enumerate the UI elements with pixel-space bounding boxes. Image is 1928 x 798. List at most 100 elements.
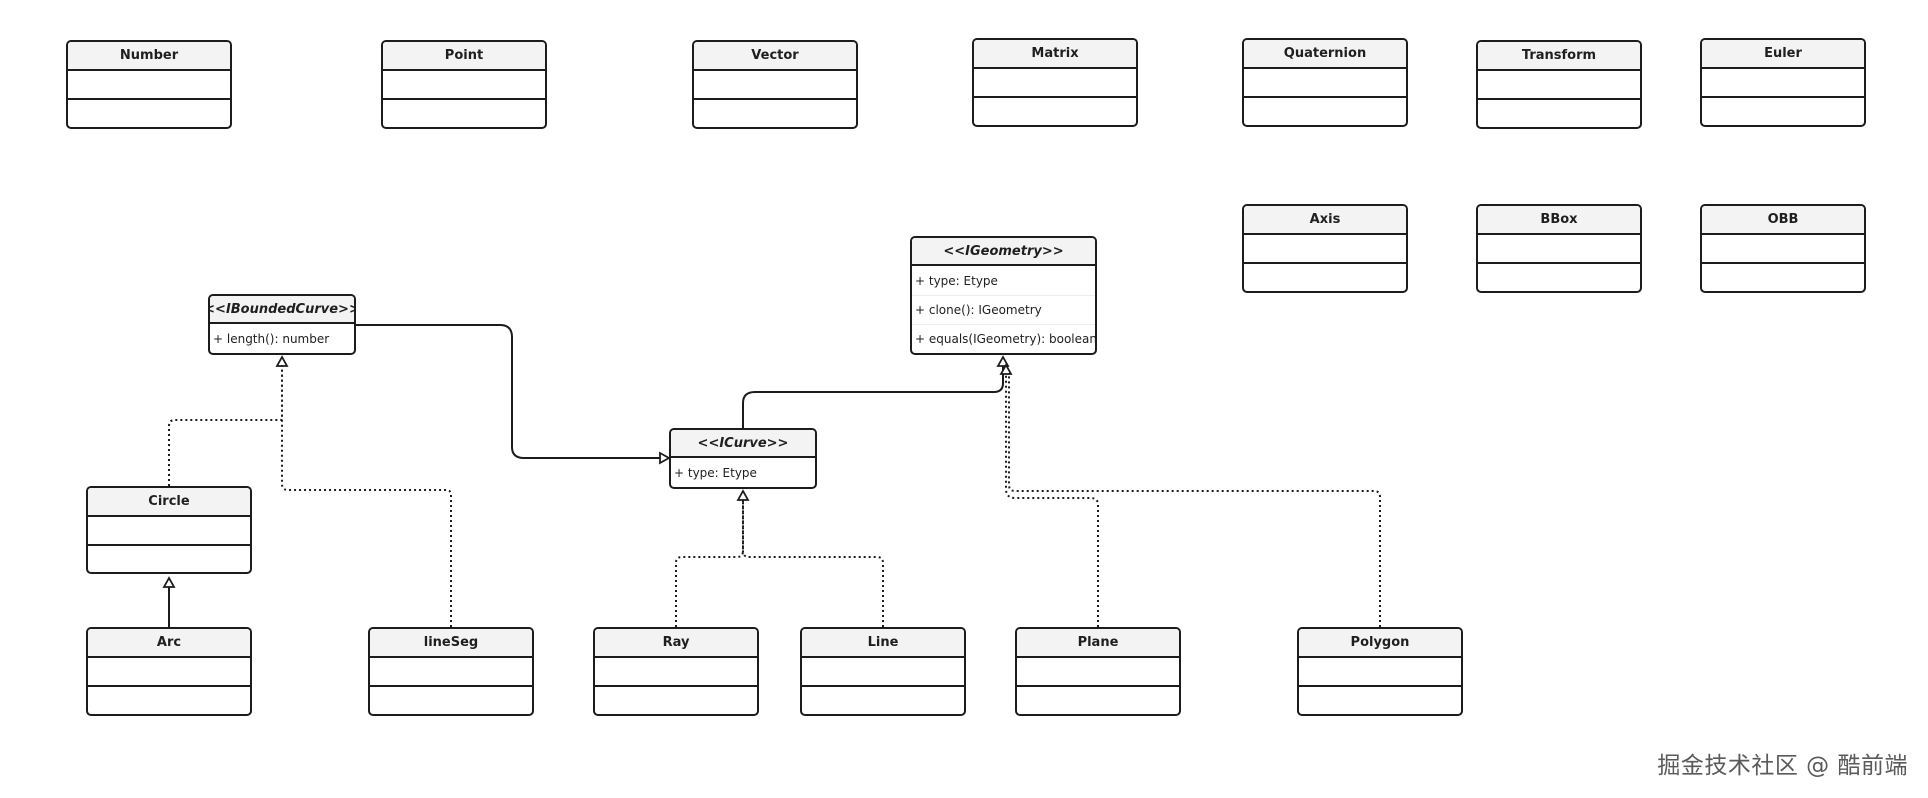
realization-line <box>742 499 884 627</box>
hollow-arrowhead <box>736 489 750 501</box>
class-point[interactable]: Point <box>381 40 547 129</box>
class-name: BBox <box>1478 206 1640 235</box>
operations-compartment <box>370 685 532 714</box>
class-arc[interactable]: Arc <box>86 627 252 716</box>
class-polygon[interactable]: Polygon <box>1297 627 1463 716</box>
class-quaternion[interactable]: Quaternion <box>1242 38 1408 127</box>
attributes-compartment <box>595 658 757 685</box>
operations-compartment <box>1017 685 1179 714</box>
relation-polygon-to-igeometry <box>1008 373 1381 627</box>
class-name: Euler <box>1702 40 1864 69</box>
class-name: Line <box>802 629 964 658</box>
operations-compartment <box>1244 262 1406 291</box>
class-name: Matrix <box>974 40 1136 69</box>
realization-line <box>1005 373 1099 627</box>
class-vector[interactable]: Vector <box>692 40 858 129</box>
class-name: Axis <box>1244 206 1406 235</box>
operations-compartment <box>694 98 856 127</box>
class-name: Quaternion <box>1244 40 1406 69</box>
relation-circle-to-iboundedcurve <box>168 355 289 486</box>
attributes-compartment <box>88 517 250 544</box>
class-matrix[interactable]: Matrix <box>972 38 1138 127</box>
members-compartment: + type: Etype <box>671 458 815 487</box>
attributes-compartment <box>974 69 1136 96</box>
class-bbox[interactable]: BBox <box>1476 204 1642 293</box>
class-circle[interactable]: Circle <box>86 486 252 574</box>
attributes-compartment <box>1017 658 1179 685</box>
operations-compartment <box>802 685 964 714</box>
realization-line <box>1008 373 1381 627</box>
hollow-arrowhead <box>275 355 289 367</box>
attributes-compartment <box>1702 235 1864 262</box>
class-icurve[interactable]: <<ICurve>> + type: Etype <box>669 428 817 489</box>
operations-compartment <box>88 685 250 714</box>
class-member: + length(): number <box>213 331 330 346</box>
attributes-compartment <box>1244 235 1406 262</box>
class-name: Polygon <box>1299 629 1461 658</box>
attributes-compartment <box>68 71 230 98</box>
attributes-compartment <box>1702 69 1864 96</box>
class-name: <<IBoundedCurve>> <box>210 296 354 324</box>
realization-line <box>168 365 283 486</box>
class-ray[interactable]: Ray <box>593 627 759 716</box>
class-igeometry[interactable]: <<IGeometry>>+ type: Etype+ clone(): IGe… <box>910 236 1097 355</box>
operations-compartment <box>383 98 545 127</box>
class-name: OBB <box>1702 206 1864 235</box>
class-name: Point <box>383 42 545 71</box>
relation-lineseg-to-iboundedcurve <box>281 365 452 627</box>
attributes-compartment <box>1299 658 1461 685</box>
class-name: Arc <box>88 629 250 658</box>
operations-compartment <box>595 685 757 714</box>
class-name: Transform <box>1478 42 1640 71</box>
attributes-compartment <box>370 658 532 685</box>
relation-arc-to-circle <box>162 576 176 627</box>
attributes-compartment <box>694 71 856 98</box>
attributes-compartment <box>1244 69 1406 96</box>
watermark: 掘金技术社区 @ 酷前端 <box>1657 753 1908 779</box>
relation-plane-to-igeometry <box>999 363 1099 627</box>
class-line[interactable]: Line <box>800 627 966 716</box>
class-name: Plane <box>1017 629 1179 658</box>
class-member: + equals(IGeometry): boolean <box>912 324 1095 353</box>
class-member: + clone(): IGeometry <box>912 295 1095 324</box>
realization-line <box>675 499 744 627</box>
relation-iboundedcurve-to-icurve <box>356 324 671 465</box>
relation-line-to-icurve <box>742 499 884 627</box>
attributes-compartment <box>802 658 964 685</box>
attributes-compartment <box>1478 235 1640 262</box>
operations-compartment <box>1702 96 1864 125</box>
attributes-compartment <box>88 658 250 685</box>
relation-icurve-to-igeometry <box>742 355 1010 428</box>
class-axis[interactable]: Axis <box>1242 204 1408 293</box>
class-member: + type: Etype <box>674 465 757 480</box>
class-number[interactable]: Number <box>66 40 232 129</box>
hollow-arrowhead <box>659 451 671 465</box>
members-compartment: + length(): number <box>210 324 354 353</box>
class-iboundedcurve[interactable]: <<IBoundedCurve>> + length(): number <box>208 294 356 355</box>
class-transform[interactable]: Transform <box>1476 40 1642 129</box>
operations-compartment <box>1244 96 1406 125</box>
generalization-line <box>356 324 661 459</box>
operations-compartment <box>1478 262 1640 291</box>
operations-compartment <box>1478 98 1640 127</box>
operations-compartment <box>974 96 1136 125</box>
class-name: Vector <box>694 42 856 71</box>
class-name: <<IGeometry>> <box>912 238 1095 266</box>
class-euler[interactable]: Euler <box>1700 38 1866 127</box>
hollow-arrowhead <box>996 355 1010 367</box>
class-name: Ray <box>595 629 757 658</box>
class-name: <<ICurve>> <box>671 430 815 458</box>
members-compartment: + type: Etype+ clone(): IGeometry+ equal… <box>912 266 1095 353</box>
generalization-line <box>742 365 1004 428</box>
attributes-compartment <box>383 71 545 98</box>
class-plane[interactable]: Plane <box>1015 627 1181 716</box>
class-name: lineSeg <box>370 629 532 658</box>
operations-compartment <box>68 98 230 127</box>
operations-compartment <box>88 543 250 573</box>
operations-compartment <box>1299 685 1461 714</box>
relation-ray-to-icurve <box>675 489 750 627</box>
class-lineseg[interactable]: lineSeg <box>368 627 534 716</box>
class-obb[interactable]: OBB <box>1700 204 1866 293</box>
